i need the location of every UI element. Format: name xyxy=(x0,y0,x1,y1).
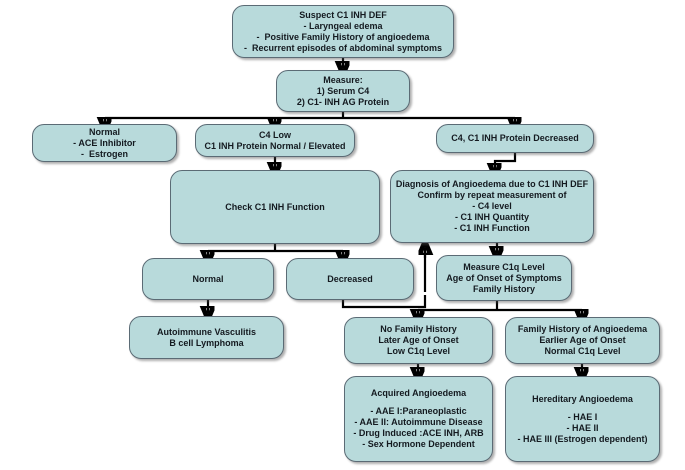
node-line: Autoimmune Vasculitis xyxy=(156,326,257,337)
node-autoimmune-vasculitis[interactable]: Autoimmune Vasculitis B cell Lymphoma xyxy=(129,316,284,359)
node-line: C4 Low xyxy=(258,129,291,140)
node-list-item: - Sex Hormone Dependent xyxy=(362,439,475,449)
node-acquired-angioedema[interactable]: Acquired Angioedema - AAE I:Paraneoplast… xyxy=(344,376,493,462)
node-normal-ace-estrogen[interactable]: Normal - ACE Inhibitor - Estrogen xyxy=(32,124,177,162)
node-measure-serum[interactable]: Measure: 1) Serum C4 2) C1- INH AG Prote… xyxy=(276,70,410,112)
node-line: - Laryngeal edema xyxy=(303,20,383,31)
node-diagnosis-angioedema[interactable]: Diagnosis of Angioedema due to C1 INH DE… xyxy=(390,170,594,243)
node-list-item: - HAE I xyxy=(567,411,598,422)
node-line: Measure: xyxy=(323,74,363,85)
node-line: - ACE Inhibitor xyxy=(73,137,136,148)
node-line: - Estrogen xyxy=(80,148,128,159)
node-line: C4, C1 INH Protein Decreased xyxy=(451,133,579,143)
node-line: Family History of Angioedema xyxy=(517,324,648,334)
node-family-history-angioedema[interactable]: Family History of Angioedema Earlier Age… xyxy=(505,317,660,364)
node-check-c1-inh-function[interactable]: Check C1 INH Function xyxy=(170,170,380,244)
node-line: 1) Serum C4 xyxy=(316,85,370,96)
node-line: Normal xyxy=(192,273,224,284)
node-line: - C1 INH Function xyxy=(454,223,530,233)
node-line: - C1 INH Quantity xyxy=(454,212,529,222)
node-heading: Acquired Angioedema xyxy=(370,388,467,398)
node-line: - C4 level xyxy=(472,201,512,211)
node-line: Diagnosis of Angioedema due to C1 INH DE… xyxy=(395,179,589,189)
node-c4-c1-inh-decreased[interactable]: C4, C1 INH Protein Decreased xyxy=(436,124,594,153)
node-line: Measure C1q Level xyxy=(463,261,545,272)
node-line: Suspect C1 INH DEF xyxy=(299,9,387,20)
node-line: Check C1 INH Function xyxy=(225,201,325,212)
node-list-item: - Drug Induced :ACE INH, ARB xyxy=(353,428,484,438)
node-list-item: - AAE I:Paraneoplastic xyxy=(370,406,467,416)
node-line: - Recurrent episodes of abdominal sympto… xyxy=(243,42,443,53)
node-list-item: - AAE II: Autoimmune Disease xyxy=(354,417,483,427)
node-list-item: - HAE II xyxy=(566,422,599,433)
node-line: Earlier Age of Onset xyxy=(539,335,626,345)
node-line: No Family History xyxy=(380,324,457,334)
node-line: Confirm by repeat measurement of xyxy=(417,190,567,200)
node-suspect-c1-inh-def[interactable]: Suspect C1 INH DEF - Laryngeal edema - P… xyxy=(232,5,454,58)
node-line: - Positive Family History of angioedema xyxy=(256,31,430,42)
node-measure-c1q-level[interactable]: Measure C1q Level Age of Onset of Sympto… xyxy=(436,255,572,301)
node-line: Family History xyxy=(472,283,536,294)
node-line: Age of Onset of Symptoms xyxy=(446,272,562,283)
node-line: Decreased xyxy=(327,273,373,284)
node-line: Low C1q Level xyxy=(386,346,450,356)
node-line: Normal C1q Level xyxy=(544,346,621,356)
node-function-decreased[interactable]: Decreased xyxy=(286,258,414,300)
node-line: 2) C1- INH AG Protein xyxy=(296,96,390,107)
link-c4decreased-diagnosis xyxy=(493,153,517,168)
node-list-item: - HAE III (Estrogen dependent) xyxy=(517,433,648,444)
node-hereditary-angioedema[interactable]: Hereditary Angioedema - HAE I - HAE II -… xyxy=(505,376,660,462)
node-line: C1 INH Protein Normal / Elevated xyxy=(204,140,346,151)
node-line: Later Age of Onset xyxy=(378,335,459,345)
node-line: Normal xyxy=(88,126,120,137)
node-line: B cell Lymphoma xyxy=(169,337,244,348)
node-function-normal[interactable]: Normal xyxy=(142,258,274,300)
node-c4-low[interactable]: C4 Low C1 INH Protein Normal / Elevated xyxy=(195,124,355,157)
node-heading: Hereditary Angioedema xyxy=(532,393,633,404)
node-no-family-history[interactable]: No Family History Later Age of Onset Low… xyxy=(344,317,493,364)
